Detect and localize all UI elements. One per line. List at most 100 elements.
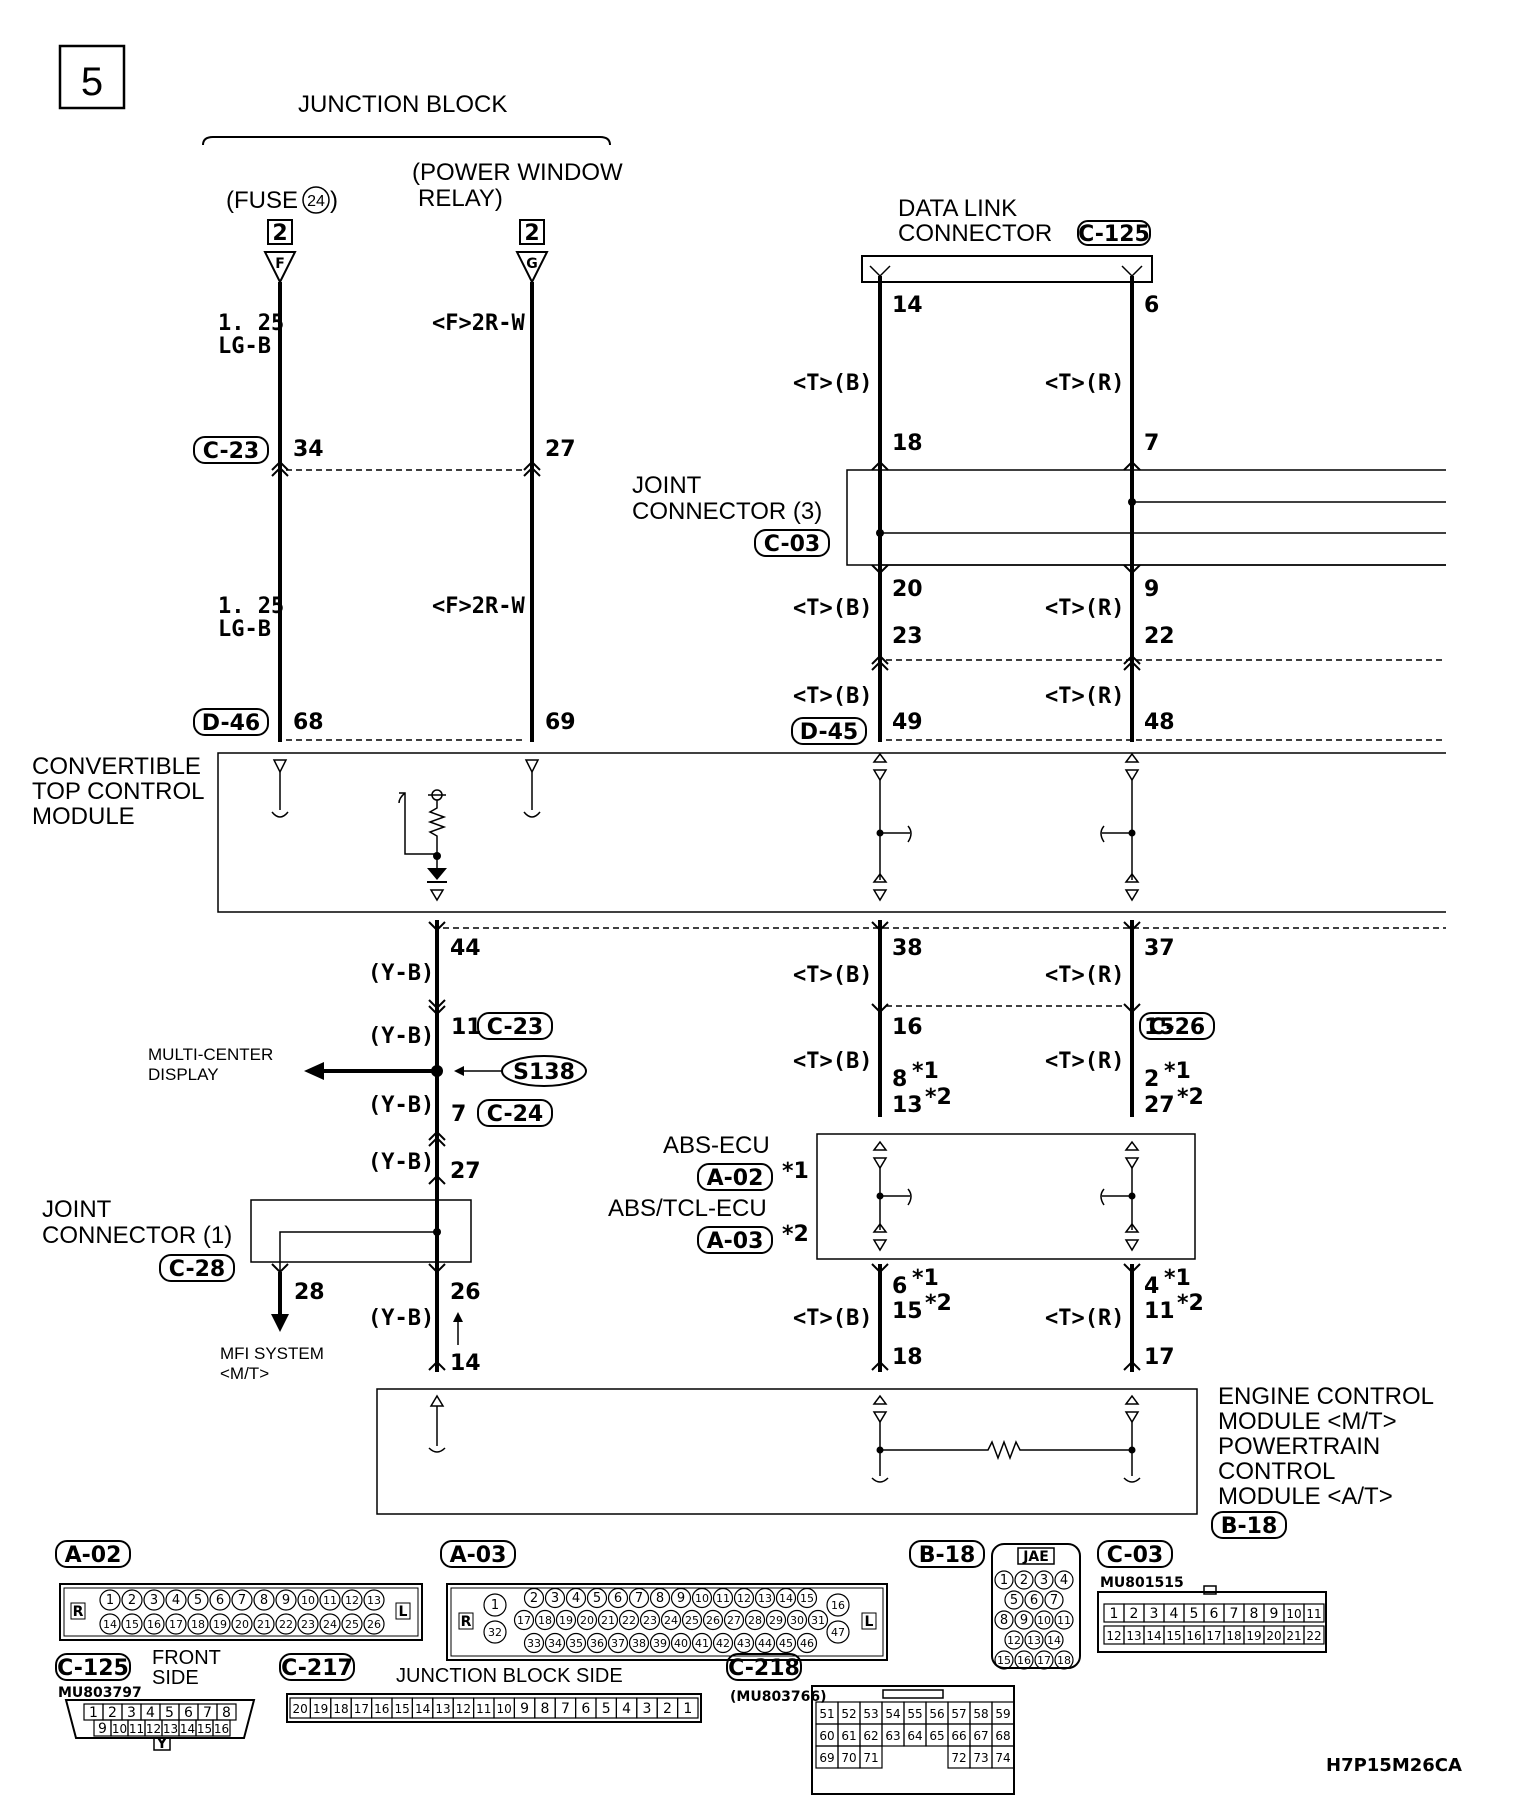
a03-pin-label: 41 [695,1637,709,1650]
a03-pin-label: 31 [811,1614,825,1627]
a03-pin-label: 35 [569,1637,583,1650]
dlc-terminals [869,265,1143,278]
c217-cell-label: 14 [415,1702,430,1716]
b18-pin-label: 2 [1020,1573,1028,1588]
a03-pin-ring [826,1593,850,1617]
c217-cell-label: 6 [581,1701,590,1717]
c217-cell-label: 12 [456,1702,471,1716]
mfi-arrow [271,1314,289,1332]
c218-cell-label: 67 [973,1729,988,1743]
c218-cell-label: 58 [973,1707,988,1721]
d46-badge: D-46 [202,711,260,736]
dlc-label-2: CONNECTOR [898,220,1052,247]
b18-pin-ring [1054,1570,1074,1590]
wire-yb-2: (Y-B) [368,1024,434,1049]
c218-cell-label: 51 [819,1707,834,1721]
dashed-lines [286,469,1446,1007]
joint3-label-2: CONNECTOR (3) [632,498,822,525]
mfi-label-1: MFI SYSTEM [220,1344,324,1363]
c217-cell-label: 5 [602,1701,611,1717]
a02-pin-ring [253,1613,275,1635]
c03-face [1097,1591,1327,1653]
c03-cell [1303,1625,1325,1645]
a03-pin-ring [754,1587,776,1609]
flow-arrow-head [453,1312,463,1322]
c03-cell-label: 4 [1170,1606,1179,1622]
b18-pin-ring [1034,1570,1054,1590]
c218-cell-label: 73 [973,1751,988,1765]
a03-pin-label: 46 [800,1637,814,1650]
c217-cell-label: 7 [561,1701,570,1717]
a03-pin-label: 17 [517,1614,531,1627]
a02-pin-ring [363,1613,385,1635]
b18-pin-ring [1054,1610,1074,1630]
abs-tcl-ecu-label: ABS/TCL-ECU [608,1195,767,1222]
a03-pin-ring [712,1587,734,1609]
b18-pin-label: 10 [1037,1614,1051,1627]
a02-pin-ring [209,1589,231,1611]
a02-pin-ring [363,1589,385,1611]
a02-pin-label: 24 [323,1618,337,1631]
pwr-conn-box [519,219,545,245]
a02-pin-ring [275,1589,297,1611]
b18-pin-label: 16 [1017,1654,1031,1667]
dlc-conn-id: C-125 [1078,222,1150,247]
c217-cell-label: 8 [541,1701,550,1717]
dlc-label-1: DATA LINK [898,195,1017,222]
c125-cell-label: 2 [108,1705,117,1721]
pin-8: 8 [892,1067,907,1092]
multi-center-label-1: MULTI-CENTER [148,1045,273,1064]
c03-cell-label: 21 [1286,1629,1301,1643]
pin-18-b: 18 [892,1345,923,1370]
wire-tb-6: <T>(B) [793,1306,872,1331]
a03-pin-label: 18 [538,1614,552,1627]
abs-dot-r [1128,1192,1136,1200]
a02-face-badge: A-02 [65,1543,122,1568]
c03-cell-label: 15 [1166,1629,1181,1643]
joint3-box [846,469,1446,566]
c03-cell-label: 18 [1226,1629,1241,1643]
a03-pin-label: 5 [593,1591,601,1606]
a03-face-inner [450,1587,884,1657]
diagram-code: H7P15M26CA [1326,1755,1462,1776]
c03-cell-label: 2 [1130,1606,1139,1622]
fuse-label: (FUSE [226,187,298,214]
c03-face-badge: C-03 [1107,1543,1163,1568]
a03-pin-label: 10 [695,1592,709,1605]
b18-pin-ring [994,1570,1014,1590]
c03-cell-label: 19 [1246,1629,1261,1643]
joint3-dot-2 [876,529,884,537]
b18-jae-box [1017,1547,1055,1565]
abs-star1: *1 [782,1159,809,1184]
b18-pin-label: 12 [1007,1634,1021,1647]
wire-tr-3: <T>(R) [1045,684,1124,709]
pin-22: 22 [1144,624,1175,649]
pin-11-b: 11 [1144,1299,1175,1324]
b18-pin-ring [1014,1570,1034,1590]
ctcm-dot-b [876,829,884,837]
wire-f2rw-1: <F>2R-W [432,311,525,336]
a03-pin-label: 3 [551,1591,559,1606]
pin-20: 20 [892,577,923,602]
fuse-term-letter: F [275,256,285,272]
a03-pin-ring [483,1620,507,1644]
a03-pin-ring [628,1632,650,1654]
a03-pin-label: 45 [779,1637,793,1650]
a03-pin-label: 14 [779,1592,793,1605]
a03-pin-ring [576,1609,598,1631]
a03-pin-label: 34 [548,1637,562,1650]
ecm-internals [428,1394,1141,1483]
a02-pin-ring [165,1613,187,1635]
pin-7: 7 [1144,431,1159,456]
abs-ecu-label: ABS-ECU [663,1132,770,1159]
c218-cell [991,1745,1015,1769]
a03-pin-ring [723,1609,745,1631]
mfi-label-2: <M/T> [220,1364,269,1383]
a03-pin-label: 29 [769,1614,783,1627]
a03-pin-ring [565,1632,587,1654]
